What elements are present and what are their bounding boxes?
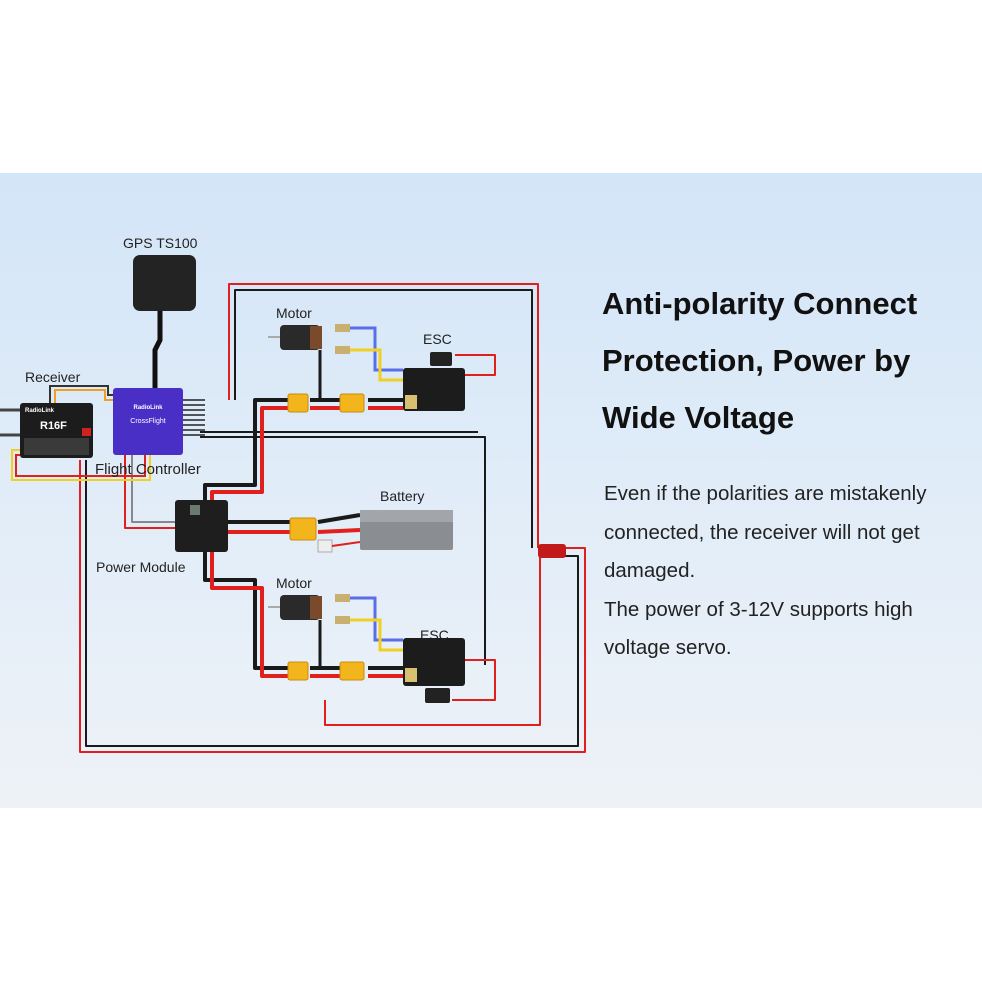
fc-brand-mark: RadioLink bbox=[133, 405, 163, 411]
fc-pin-header bbox=[183, 399, 205, 436]
description-paragraph-2: The power of 3-12V supports high voltage… bbox=[604, 597, 913, 660]
esc-top bbox=[403, 352, 465, 411]
outer-power-loop bbox=[79, 283, 586, 753]
motor-bottom-label: Motor bbox=[276, 575, 312, 591]
receiver-label: Receiver bbox=[25, 369, 81, 385]
receiver-model-mark: R16F bbox=[40, 420, 67, 432]
esc-top-label: ESC bbox=[423, 331, 452, 347]
esc-bottom bbox=[403, 638, 465, 703]
heading-line-2: Protection, Power by bbox=[602, 343, 911, 378]
esc-bottom-label: ESC bbox=[420, 627, 449, 643]
flight-controller-label: Flight Controller bbox=[95, 461, 201, 478]
gps-module bbox=[133, 255, 196, 311]
power-module-label: Power Module bbox=[96, 559, 186, 575]
gps-label: GPS TS100 bbox=[123, 235, 198, 251]
heading-line-3: Wide Voltage bbox=[602, 400, 795, 435]
power-trunk bbox=[124, 398, 403, 678]
description-paragraph-1: Even if the polarities are mistakenly co… bbox=[604, 482, 927, 582]
motor-wires bbox=[318, 326, 403, 668]
servo-splitter bbox=[538, 544, 566, 558]
heading-line-1: Anti-polarity Connect bbox=[602, 286, 918, 321]
xt60-connectors bbox=[287, 393, 365, 681]
fc-name-mark: CrossFlight bbox=[130, 418, 165, 425]
power-module-board bbox=[175, 500, 228, 552]
motor-top bbox=[268, 324, 350, 354]
motor-bottom bbox=[268, 594, 350, 624]
motor-top-label: Motor bbox=[276, 305, 312, 321]
battery-label: Battery bbox=[380, 488, 425, 504]
receiver-brand-mark: RadioLink bbox=[25, 408, 55, 414]
description: Even if the polarities are mistakenly co… bbox=[604, 475, 979, 668]
flight-controller-board bbox=[113, 388, 183, 455]
heading: Anti-polarity Connect Protection, Power … bbox=[602, 275, 977, 446]
receiver-wires bbox=[0, 385, 151, 481]
